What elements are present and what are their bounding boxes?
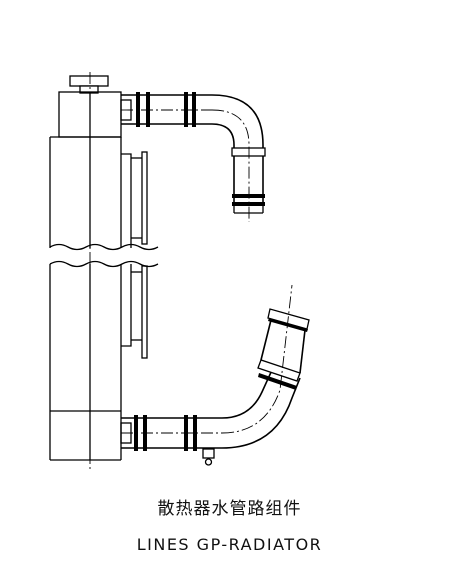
- filler-neck: [79, 85, 99, 94]
- drain-cock: [202, 448, 215, 459]
- drawing-title-chinese: 散热器水管路组件: [157, 499, 302, 519]
- break-line-2: [49, 260, 159, 268]
- upper-hose-assembly: [120, 92, 266, 222]
- side-flange-lower: [141, 265, 148, 359]
- lower-angled-clamp-1-band: [258, 373, 297, 390]
- radiator-tank: [49, 72, 159, 470]
- filler-cap: [69, 75, 109, 87]
- upper-drop-clamp-band-a: [232, 194, 265, 198]
- side-plate-lower: [121, 264, 132, 347]
- drawing-title-english: LINES GP-RADIATOR: [136, 535, 323, 554]
- core-lower: [49, 264, 122, 461]
- lower-clamp-2b: [193, 415, 197, 451]
- lower-elbow-inner: [221, 369, 273, 419]
- lower-angled-clamp-2-band: [268, 318, 308, 332]
- break-line-1: [49, 243, 159, 251]
- upper-clamp-1b: [146, 92, 150, 127]
- drain-plug: [204, 458, 213, 466]
- upper-clamp-2b: [192, 92, 196, 127]
- upper-elbow-outer: [211, 94, 264, 150]
- lower-elbow-outer: [221, 377, 301, 449]
- lower-hose-assembly: [120, 284, 310, 466]
- lower-hose-centerline: [221, 284, 293, 434]
- side-flange-upper: [141, 151, 148, 245]
- core-upper: [49, 136, 122, 248]
- side-plate-upper: [121, 153, 132, 248]
- upper-clamp-1a: [136, 92, 140, 127]
- upper-drop-clamp-band-b: [232, 202, 265, 206]
- upper-elbow-inner: [211, 123, 235, 150]
- upper-drop-clamp-top: [231, 147, 266, 157]
- upper-clamp-2a: [184, 92, 188, 127]
- upper-hose-centerline: [211, 109, 250, 222]
